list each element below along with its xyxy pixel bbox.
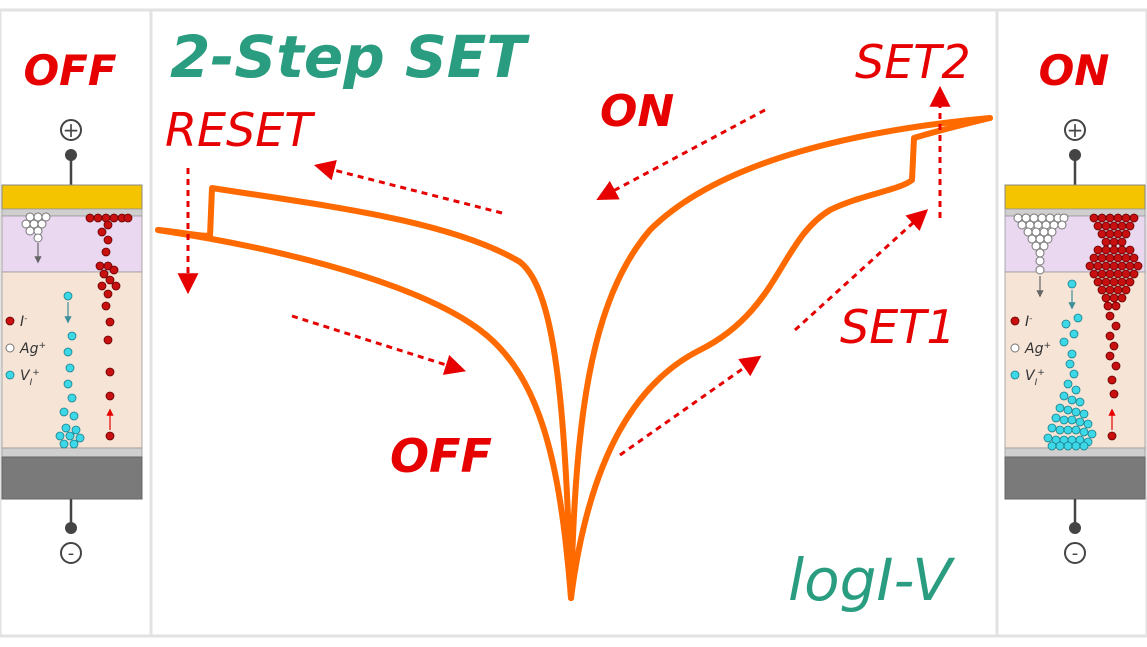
left-vacancy-column [55,291,85,449]
svg-text:VI+: VI+ [1025,368,1045,388]
curve-right-lower [568,115,993,601]
curve-right-upper [568,115,993,601]
plot-axis-label: logI-V [788,546,956,614]
label-set2: SET2 [855,35,971,89]
arrow-on-down [596,108,766,200]
left-device-panel: OFF + [1,46,143,564]
arrow-set1-step [793,209,929,332]
right-negative-terminal: - [1064,499,1086,564]
right-vacancy-cone [1043,279,1097,451]
right-negative-sign: - [1072,543,1079,564]
right-positive-sign: + [1067,118,1084,142]
svg-text:Ag+: Ag+ [1024,341,1051,357]
arrow-off-down [291,314,467,375]
right-bottom-electrode [1004,456,1146,500]
arrow-reset-left [313,159,503,215]
right-state-label: ON [1039,46,1110,95]
left-perovskite-layer [1,271,143,449]
left-iodide-filament [85,213,133,441]
svg-text:I-: I- [1025,314,1032,330]
right-legend: I- Ag+ VI+ [1010,314,1051,388]
arrow-set1-up [619,355,762,457]
svg-text:VI+: VI+ [20,368,40,388]
sweep-arrows [177,85,951,457]
curve-left-lower [155,227,574,601]
label-on: ON [600,86,674,137]
svg-text:I-: I- [20,314,27,330]
iv-plot: 2-Step SET RESET ON SET2 SET1 OFF [155,23,993,614]
left-positive-terminal: + [60,118,82,185]
figure-title: 2-Step SET [170,23,530,91]
iv-curves [155,115,993,601]
right-device-panel: ON + [1004,46,1146,564]
left-bottom-electrode [1,456,143,500]
right-ag-cone [1013,213,1069,275]
label-set1: SET1 [840,300,956,354]
right-positive-terminal: + [1064,118,1086,185]
left-state-label: OFF [23,46,116,95]
label-off: OFF [390,429,492,483]
left-negative-terminal: - [60,499,82,564]
curve-left-upper [155,185,574,601]
left-top-electrode [1,184,143,210]
frame [0,8,1147,638]
svg-text:Ag+: Ag+ [19,341,46,357]
left-ag-cluster [21,212,51,243]
left-legend: I- Ag+ VI+ [5,314,46,388]
right-iodide-filament [1085,213,1143,441]
right-top-electrode [1004,184,1146,210]
left-positive-sign: + [63,118,80,142]
left-negative-sign: - [68,543,75,564]
label-reset: RESET [165,103,316,157]
